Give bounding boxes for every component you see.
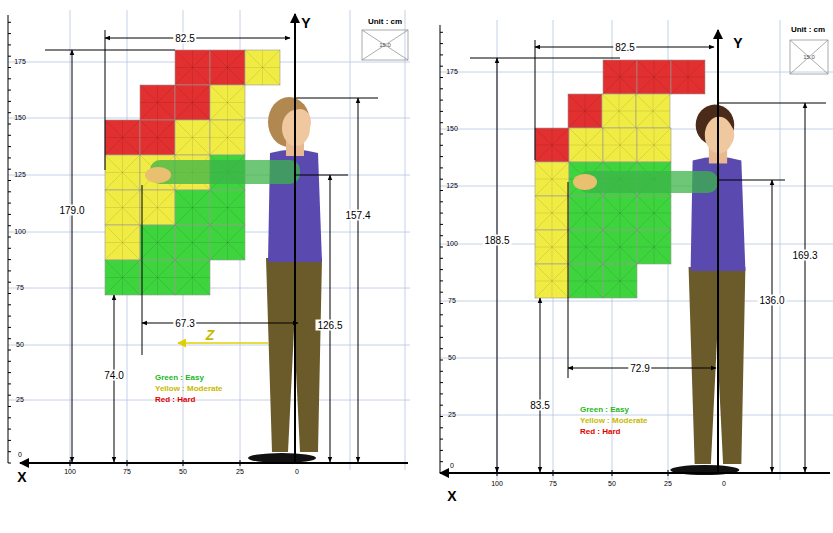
legend-text: Green : Easy xyxy=(155,373,204,382)
legend: Green : EasyYellow : ModerateRed : Hard xyxy=(155,372,223,405)
dimension-value: 126.5 xyxy=(315,320,344,331)
tick-label: 150 xyxy=(14,114,26,122)
tick-label: 25 xyxy=(16,396,24,404)
tick-label: 100 xyxy=(491,480,503,488)
tick-label: 50 xyxy=(608,480,616,488)
tick-label: 0 xyxy=(295,468,299,476)
tick-label: 100 xyxy=(14,228,26,236)
legend-entry: Yellow : Moderate xyxy=(155,383,223,394)
tick-label: 75 xyxy=(16,284,24,292)
dimension-value: 67.3 xyxy=(173,318,196,329)
dimension-value: 74.0 xyxy=(102,370,125,381)
axis-label: Y xyxy=(733,36,742,51)
legend-text: Green : Easy xyxy=(580,405,629,414)
legend-text: Red : Hard xyxy=(580,427,620,436)
legend-entry: Red : Hard xyxy=(155,394,223,405)
legend-entry: Red : Hard xyxy=(580,426,648,437)
legend-entry: Yellow : Moderate xyxy=(580,415,648,426)
unit-note: Unit : cm xyxy=(368,18,402,27)
legend-text: Yellow : Moderate xyxy=(580,416,648,425)
unit-note: Unit : cm xyxy=(791,26,825,35)
tick-label: 0 xyxy=(18,451,22,459)
tick-label: 0 xyxy=(450,462,454,470)
unit-note: 15.0 xyxy=(803,54,815,61)
axis-label: X xyxy=(17,470,26,485)
tick-label: 50 xyxy=(448,354,456,362)
tick-label: 75 xyxy=(549,480,557,488)
dimension-value: 188.5 xyxy=(482,235,511,246)
unit-note: 15.0 xyxy=(379,42,391,49)
tick-label: 100 xyxy=(64,468,76,476)
tick-label: 50 xyxy=(179,468,187,476)
legend: Green : EasyYellow : ModerateRed : Hard xyxy=(580,404,648,437)
dimension-value: 83.5 xyxy=(528,400,551,411)
legend-text: Red : Hard xyxy=(155,395,195,404)
tick-label: 25 xyxy=(448,411,456,419)
tick-label: 25 xyxy=(236,468,244,476)
tick-label: 25 xyxy=(664,480,672,488)
tick-label: 175 xyxy=(446,68,458,76)
tick-label: 0 xyxy=(722,480,726,488)
tick-label: 125 xyxy=(446,182,458,190)
dimension-value: 169.3 xyxy=(790,250,819,261)
axis-label: Z xyxy=(206,328,215,343)
tick-label: 75 xyxy=(448,297,456,305)
axis-label: X xyxy=(447,489,456,504)
dimension-value: 72.9 xyxy=(628,363,651,374)
tick-label: 150 xyxy=(446,125,458,133)
dimension-value: 179.0 xyxy=(57,205,86,216)
tick-label: 50 xyxy=(16,341,24,349)
dimension-value: 82.5 xyxy=(613,42,636,53)
dimension-value: 82.5 xyxy=(173,33,196,44)
legend-entry: Green : Easy xyxy=(155,372,223,383)
legend-entry: Green : Easy xyxy=(580,404,648,415)
tick-label: 75 xyxy=(123,468,131,476)
axis-label: Y xyxy=(301,16,310,31)
tick-label: 100 xyxy=(446,240,458,248)
dimension-value: 157.4 xyxy=(343,210,372,221)
dimension-value: 136.0 xyxy=(757,295,786,306)
tick-label: 175 xyxy=(14,58,26,66)
tick-label: 125 xyxy=(14,171,26,179)
legend-text: Yellow : Moderate xyxy=(155,384,223,393)
